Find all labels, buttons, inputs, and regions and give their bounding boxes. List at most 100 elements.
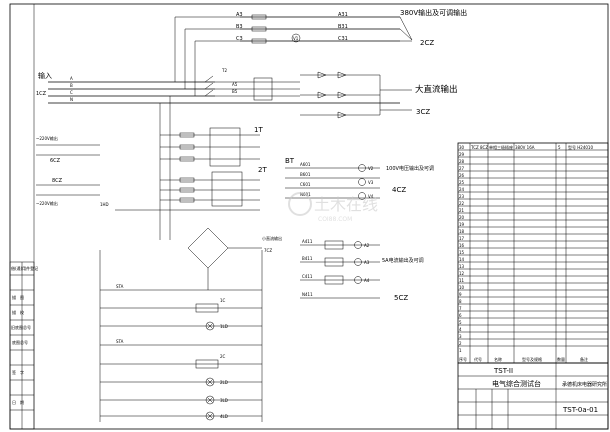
header-no: 序号 [459,356,467,362]
row-qty-first: 5 [558,145,561,150]
wire-b411: B411 [302,256,313,261]
ct-2 [324,257,344,267]
header-code: 代号 [474,356,482,362]
wire-b601: B601 [300,172,311,177]
output-380v-section: A3 B3 C3 V1 A31 B31 C31 380V输出及可调输出 2CZ [236,8,467,47]
ammeter-a2 [354,241,362,249]
control-section: 1T 2T BT [159,96,295,240]
ammeter-a4 [354,276,362,284]
table-row-number: 15 [459,250,465,255]
parts-table: 2928272625242322212019181716151413121110… [457,142,609,364]
label-a2: A2 [364,243,370,248]
label-6cz: 6CZ [50,158,61,164]
lamp-4ld [205,411,215,421]
lamp-label-2ld: 2LD [220,380,228,385]
table-row-number: 9 [459,292,462,297]
header-spec: 型号及规格 [522,356,542,362]
table-row-number: 6 [459,313,462,318]
strip-label-6: 旧底图总号 [11,324,31,330]
label-2cz: 2CZ [420,39,434,47]
label-v2: V2 [368,166,374,171]
drawing-title: 电气综合测试台 [492,379,541,388]
voltmeter-v2 [358,164,366,172]
table-row-number: 28 [459,159,465,164]
label-bt: BT [285,157,295,165]
diode-4 [337,91,347,99]
table-row-number: 27 [459,166,465,171]
table-row-number: 17 [459,236,465,241]
current-output-section: A411 B411 C411 N411 A2 A3 A4 5A电流输出及可调 5… [300,239,424,302]
wire-a601: A601 [300,162,311,167]
table-row-number: 2 [459,341,462,346]
label-b5: B5 [232,89,238,94]
bus-a: A [70,76,73,81]
voltmeter-v4 [358,192,366,200]
label-5cz: 5CZ [394,294,408,302]
label-5a-output: 5A电流输出及可调 [382,257,424,264]
wire-c601: C601 [300,182,311,187]
table-row-number: 22 [459,201,465,206]
label-100v-output: 100V电压输出及可调 [386,165,434,172]
table-row-number: 10 [459,285,465,290]
voltage-output-section: A601 B601 C601 N601 V2 V3 V4 100V电压输出及可调… [285,162,434,200]
bus-c: C [70,90,73,95]
drawing-number: TST-0a-01 [562,406,598,414]
diode-3 [317,91,327,99]
bridge-rectifier [187,227,229,269]
table-row-number: 1 [459,348,462,353]
table-row-number: 18 [459,229,465,234]
drawing-border [9,3,609,430]
table-row-number: 23 [459,194,465,199]
wire-c3: C3 [236,36,243,42]
table-row-number: 12 [459,271,465,276]
watermark: 土木在线 COI88.COM [288,192,378,223]
label-1cz: 1CZ [36,91,47,97]
label-380v-output: 380V输出及可调输出 [400,8,467,17]
company-name: 承德机床电器研究所 [562,381,607,388]
wire-a31: A31 [338,12,348,18]
ammeter-a3 [354,258,362,266]
wire-b31: B31 [338,24,348,30]
lamp-1ld [205,321,215,331]
diode-1 [317,71,327,79]
label-small-dc: 小直流输出 [262,235,282,241]
wire-c411: C411 [302,274,313,279]
watermark-text: 土木在线 [314,195,378,214]
table-row-number: 4 [459,327,462,332]
table-row-number: 8 [459,299,462,304]
drawing-number-top: TST-II [493,367,513,375]
table-row-number: 11 [459,278,465,283]
coil-1c [195,303,219,313]
bus-n: N [70,97,73,102]
table-row-number: 14 [459,257,465,262]
header-name: 名称 [494,356,502,362]
lamp-label-1c: 1C [220,298,226,303]
lamp-ladder-section: STA STA 1C 2C 1LD 2LD 3LD 4LD [99,250,263,422]
label-1t: 1T [254,126,263,134]
row-note-first: 型号 H24010 [568,144,593,150]
lamp-label-2c: 2C [220,354,226,359]
row-code-first: TCZ 8CZ [470,145,488,150]
transformer-2t [211,171,243,207]
header-note: 备注 [580,356,588,362]
table-row-number: 13 [459,264,465,269]
strip-label-12: 日 期 [12,399,24,405]
header-qty: 数量 [557,356,565,362]
transformer-t1 [253,77,273,101]
bus-b: B [70,83,73,88]
input-section: 输入 1CZ A B C N T2 A5 B5 [36,16,400,104]
wire-n411: N411 [302,292,313,297]
row-no-first: 30 [459,145,465,150]
strip-label-8: 底图总号 [12,339,28,345]
label-input: 输入 [38,71,52,80]
lamp-label-sta-2: STA [116,339,124,344]
label-v3: V3 [368,180,374,185]
watermark-sub: COI88.COM [318,216,352,223]
strip-label-0: 借(通)用件登记 [11,265,38,271]
output-220v-section: ~220V输出 6CZ 8CZ ~220V输出 [36,135,100,206]
left-revision-strip: 借(通)用件登记 描 图 描 校 旧底图总号 底图总号 签 字 日 期 [9,261,38,430]
table-row-number: 20 [459,215,465,220]
coil-2c [195,359,219,369]
